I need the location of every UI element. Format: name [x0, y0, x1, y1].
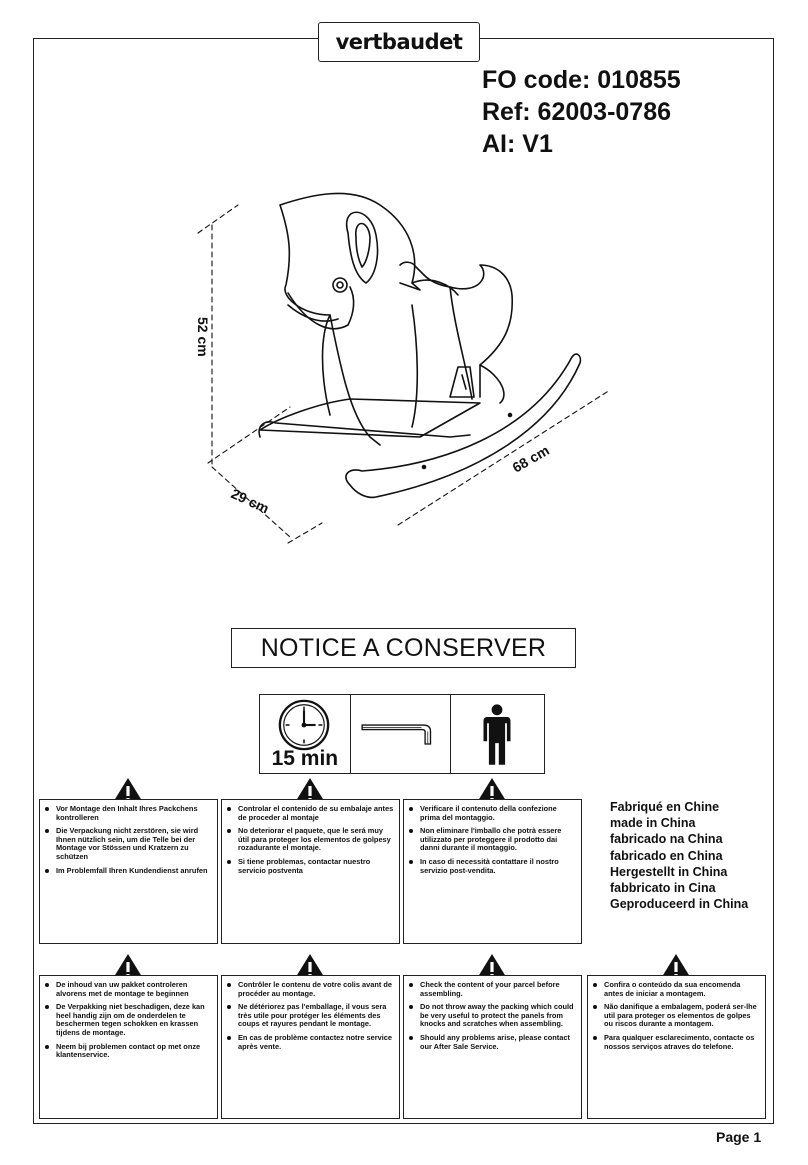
warning-box: Check the content of your parcel before … — [403, 975, 582, 1119]
dimension-lines — [197, 204, 611, 544]
product-codes: FO code: 010855 Ref: 62003-0786 AI: V1 — [482, 64, 681, 160]
made-in-line: Fabriqué en Chine — [610, 800, 720, 814]
person-cell — [451, 695, 544, 773]
page-number: Page 1 — [716, 1129, 762, 1145]
warning-item: No deteriorar el paquete, que le será mu… — [226, 826, 395, 853]
warning-box: Contrôler le contenu de votre colis avan… — [221, 975, 400, 1119]
warning-item: Contrôler le contenu de votre colis avan… — [226, 980, 395, 998]
dimension-depth: 29 cm — [229, 485, 272, 516]
allen-key-icon — [361, 724, 431, 745]
made-in-line: Geproduceerd in China — [610, 897, 749, 912]
warning-item: Vor Montage den Inhalt Ihres Packchens k… — [44, 804, 213, 822]
tools-panel: 15 min — [259, 694, 545, 774]
warning-item: Die Verpackung nicht zerstören, sie wird… — [44, 826, 213, 861]
warning-item: Do not throw away the packing which coul… — [408, 1002, 577, 1029]
rocking-horse-drawing: 52 cm 29 cm 68 cm — [195, 192, 611, 544]
warning-item: Ne détériorez pas l'emballage, il vous s… — [226, 1002, 395, 1029]
warning-item: Im Problemfall Ihren Kundendienst anrufe… — [44, 866, 213, 876]
warning-item: Não danifique a embalagem, poderá ser-lh… — [592, 1002, 761, 1029]
made-in-china: Fabriqué en Chine made in China fabricad… — [610, 799, 748, 912]
fo-code: FO code: 010855 — [482, 66, 681, 94]
warning-item: Verificare il contenuto della confezione… — [408, 804, 577, 822]
warning-item: Para qualquer esclarecimento, contacte o… — [592, 1033, 761, 1051]
dimension-height: 52 cm — [195, 317, 211, 357]
horse-outline — [258, 192, 582, 499]
made-in-line: Hergestellt in China — [610, 864, 728, 879]
warning-box: Controlar el contenido de su embalaje an… — [221, 799, 400, 944]
warning-item: En cas de problème contactez notre servi… — [226, 1033, 395, 1051]
ref-code: Ref: 62003-0786 — [482, 98, 672, 126]
assembly-duration: 15 min — [271, 747, 339, 770]
single-person-icon — [483, 704, 511, 765]
warning-box: Verificare il contenuto della confezione… — [403, 799, 582, 944]
brand-logo: vertbaudet — [318, 22, 480, 62]
dimension-length: 68 cm — [510, 442, 552, 476]
warning-item: Confira o conteúdo da sua encomenda ante… — [592, 980, 761, 998]
warning-item: Controlar el contenido de su embalaje an… — [226, 804, 395, 822]
clock-icon — [278, 699, 330, 751]
made-in-line: fabricado en China — [610, 848, 723, 863]
warning-item: In caso di necessità contattare il nostr… — [408, 857, 577, 875]
warning-item: De Verpakking niet beschadigen, deze kan… — [44, 1002, 213, 1037]
notice-title: NOTICE A CONSERVER — [231, 628, 576, 668]
warning-box: De inhoud van uw pakket controleren alvo… — [39, 975, 218, 1119]
warning-item: Neem bij problemen contact op met onze k… — [44, 1042, 213, 1060]
warning-item: Should any problems arise, please contac… — [408, 1033, 577, 1051]
warning-box: Confira o conteúdo da sua encomenda ante… — [587, 975, 766, 1119]
made-in-line: fabricado na China — [610, 832, 723, 847]
allen-key-cell — [351, 695, 452, 773]
warning-item: De inhoud van uw pakket controleren alvo… — [44, 980, 213, 998]
made-in-line: made in China — [610, 816, 696, 831]
warning-item: Non eliminare l'imballo che potrà essere… — [408, 826, 577, 853]
warning-item: Si tiene problemas, contactar nuestro se… — [226, 857, 395, 875]
ai-version: AI: V1 — [482, 130, 553, 158]
warning-box: Vor Montage den Inhalt Ihres Packchens k… — [39, 799, 218, 944]
warning-item: Check the content of your parcel before … — [408, 980, 577, 998]
time-cell: 15 min — [260, 695, 351, 773]
made-in-line: fabbricato in Cina — [610, 881, 716, 896]
